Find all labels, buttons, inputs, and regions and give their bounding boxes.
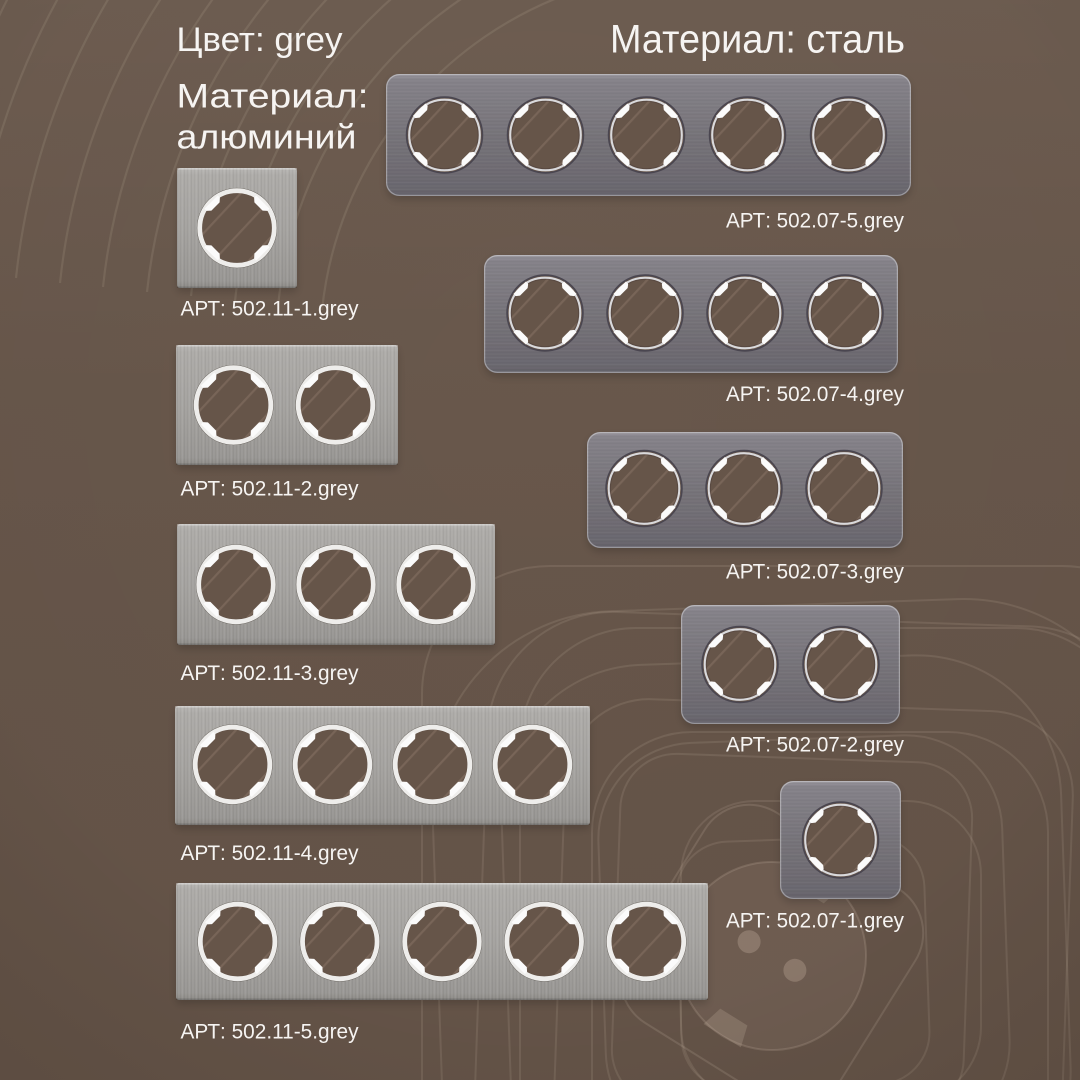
svg-text:АРТ: 502.11-4.grey: АРТ: 502.11-4.grey (181, 842, 359, 865)
svg-text:АРТ: 502.07-3.grey: АРТ: 502.07-3.grey (726, 561, 904, 584)
svg-text:АРТ: 502.07-4.grey: АРТ: 502.07-4.grey (726, 383, 904, 406)
svg-text:АРТ: 502.11-2.grey: АРТ: 502.11-2.grey (181, 478, 359, 501)
svg-text:Материал:: Материал: (177, 78, 369, 116)
svg-text:Материал: сталь: Материал: сталь (610, 18, 905, 62)
svg-text:алюминий: алюминий (177, 119, 357, 157)
svg-text:АРТ: 502.11-3.grey: АРТ: 502.11-3.grey (181, 662, 359, 685)
svg-text:АРТ: 502.11-5.grey: АРТ: 502.11-5.grey (181, 1021, 359, 1044)
svg-text:Цвет: grey: Цвет: grey (177, 21, 343, 59)
svg-text:АРТ: 502.07-1.grey: АРТ: 502.07-1.grey (726, 910, 904, 933)
svg-text:АРТ: 502.07-5.grey: АРТ: 502.07-5.grey (726, 210, 904, 233)
svg-text:АРТ: 502.07-2.grey: АРТ: 502.07-2.grey (726, 734, 904, 757)
svg-text:АРТ: 502.11-1.grey: АРТ: 502.11-1.grey (181, 298, 359, 321)
